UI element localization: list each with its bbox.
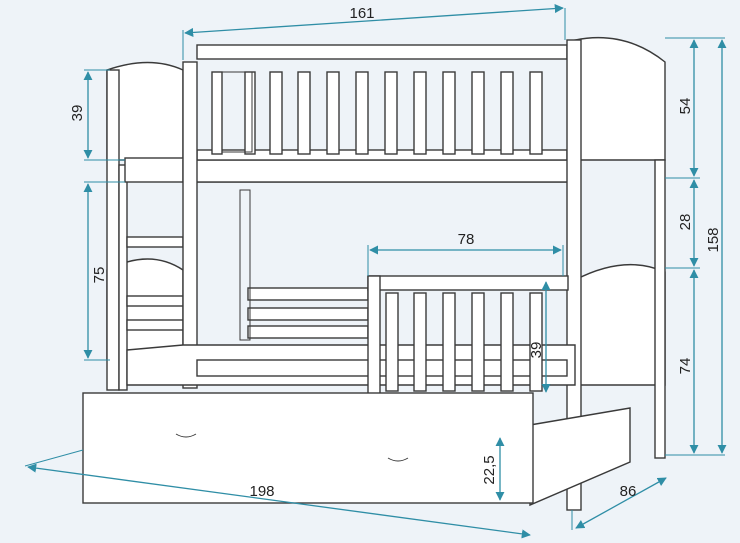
ladder-rung-1: [126, 236, 184, 248]
label-right-lower: 74: [677, 358, 694, 375]
upper-guard-slats: [211, 71, 543, 155]
label-drawer-height: 22,5: [481, 455, 498, 484]
left-front-post: [182, 61, 198, 389]
label-right-gap: 28: [677, 214, 694, 231]
upper-guard-top: [196, 44, 568, 60]
bed-outline: [82, 36, 666, 511]
label-depth: 86: [620, 483, 637, 500]
upper-back-panel: [221, 71, 253, 153]
upper-rail-front: [182, 159, 576, 183]
dim-line-total-length: [27, 463, 531, 539]
left-back-post: [106, 69, 120, 391]
label-guard-height: 39: [528, 342, 545, 359]
label-top-length: 161: [349, 5, 374, 22]
label-total-length: 198: [249, 483, 274, 500]
lower-guard-post: [367, 275, 381, 407]
right-front-post: [566, 39, 582, 511]
label-lower-gap: 75: [91, 267, 108, 284]
ladder-rung-3: [126, 319, 184, 331]
dimension-labels: 161 39 75 54 28 158 74 78 39 22,5 198 86: [69, 5, 722, 500]
label-total-height: 158: [705, 227, 722, 252]
right-back-leg: [654, 159, 666, 459]
lower-guard-slats: [385, 292, 543, 392]
drawer-handle-right: [387, 457, 409, 462]
right-headboard-bottom: [574, 263, 666, 386]
lower-back-post: [239, 189, 251, 341]
lower-guard-top: [367, 275, 569, 291]
drawer-handle-left: [175, 433, 197, 438]
label-guard-length: 78: [458, 231, 475, 248]
lower-back-boards: [247, 287, 369, 339]
right-headboard-top: [574, 36, 666, 161]
drawer-front: [82, 392, 534, 504]
dim-line-depth: [575, 477, 667, 529]
dimension-lines: [24, 4, 727, 539]
label-upper-panel: 39: [69, 105, 86, 122]
dim-line-top-length: [184, 4, 564, 37]
ladder-rung-2: [126, 295, 184, 307]
left-inner-post: [118, 164, 128, 391]
label-right-top: 54: [677, 98, 694, 115]
